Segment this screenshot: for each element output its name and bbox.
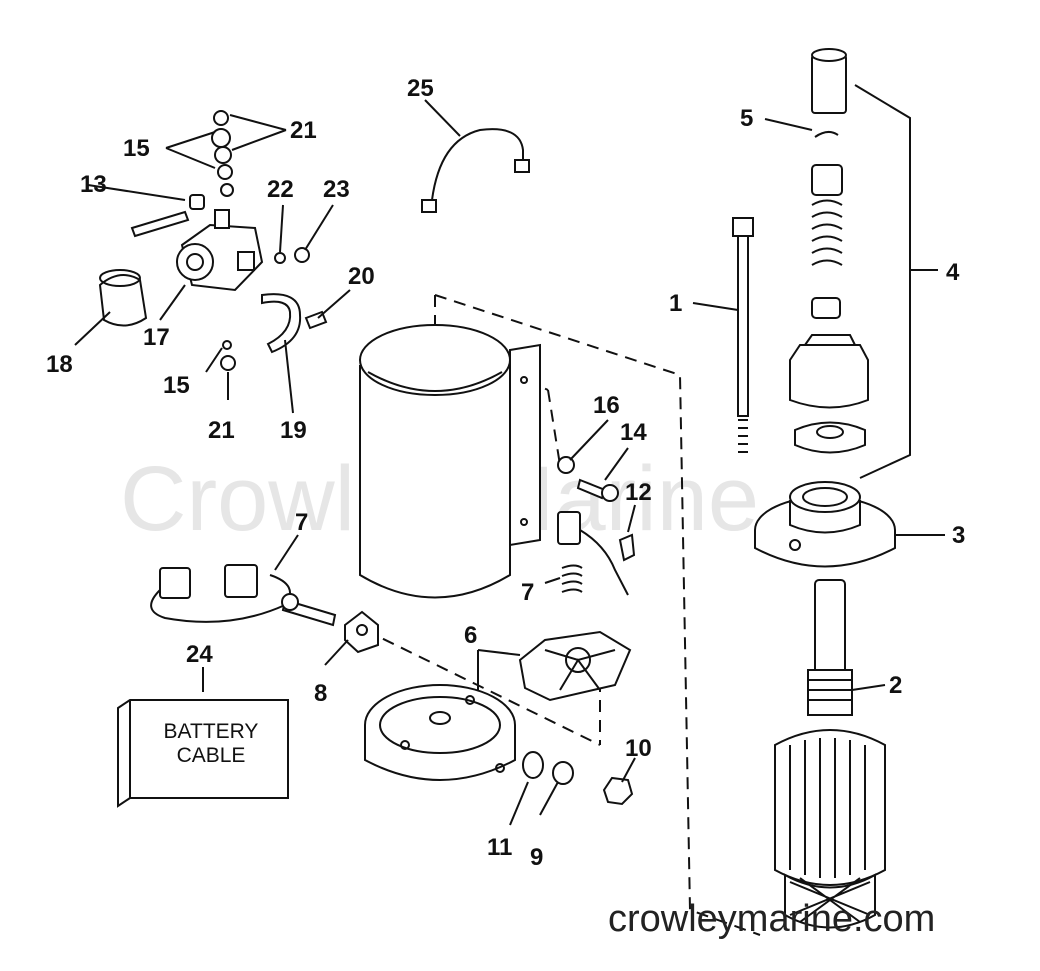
leader-lines xyxy=(74,84,945,826)
callout-numbers: 1 2 3 4 5 6 7 7 8 9 10 11 12 13 14 15 15… xyxy=(46,75,965,871)
callout-20: 20 xyxy=(348,263,375,290)
box-label-line2: CABLE xyxy=(177,744,246,767)
frame-screw xyxy=(557,456,619,502)
callout-5: 5 xyxy=(740,105,753,132)
callout-1: 1 xyxy=(669,290,682,317)
callout-17: 17 xyxy=(143,324,170,351)
armature xyxy=(774,579,886,929)
callout-4: 4 xyxy=(946,259,960,286)
drive-end-cap xyxy=(754,481,896,568)
callout-12: 12 xyxy=(625,479,652,506)
callout-6: 6 xyxy=(464,622,477,649)
callout-18: 18 xyxy=(46,351,73,378)
terminal-block xyxy=(344,610,379,654)
brush-leads xyxy=(150,564,337,627)
terminal-washers xyxy=(522,751,634,806)
callout-24: 24 xyxy=(186,641,213,668)
callout-22: 22 xyxy=(267,176,294,203)
callout-16: 16 xyxy=(593,392,620,419)
brush-spring xyxy=(557,511,636,596)
callout-10: 10 xyxy=(625,735,652,762)
callout-2: 2 xyxy=(889,672,902,699)
solenoid xyxy=(176,209,264,292)
callout-3: 3 xyxy=(952,522,965,549)
callout-19: 19 xyxy=(280,417,307,444)
callout-25: 25 xyxy=(407,75,434,102)
callout-21-top: 21 xyxy=(290,117,317,144)
callout-13: 13 xyxy=(80,171,107,198)
callout-7-right: 7 xyxy=(521,579,534,606)
commutator-end-cap xyxy=(364,684,516,781)
callout-21-bottom: 21 xyxy=(208,417,235,444)
callout-11: 11 xyxy=(487,834,512,861)
watermark-url: crowleymarine.com xyxy=(608,898,935,940)
starter-frame-cylinder xyxy=(359,324,541,599)
callout-15-bottom: 15 xyxy=(163,372,190,399)
callout-7-left: 7 xyxy=(295,509,308,536)
callout-15-top: 15 xyxy=(123,135,150,162)
ground-wire xyxy=(421,128,530,213)
solenoid-clamp xyxy=(261,293,302,354)
battery-cable-box: BATTERY CABLE xyxy=(117,699,289,808)
box-label-line1: BATTERY xyxy=(164,720,259,743)
callout-9: 9 xyxy=(530,844,543,871)
callout-23: 23 xyxy=(323,176,350,203)
solenoid-terminal-bolt xyxy=(130,110,234,238)
brush-plate xyxy=(518,630,632,702)
solenoid-sleeve xyxy=(98,269,148,327)
through-bolt xyxy=(732,217,754,453)
callout-14: 14 xyxy=(620,419,647,446)
drive-pinion-stack xyxy=(789,48,869,454)
callout-8: 8 xyxy=(314,680,327,707)
